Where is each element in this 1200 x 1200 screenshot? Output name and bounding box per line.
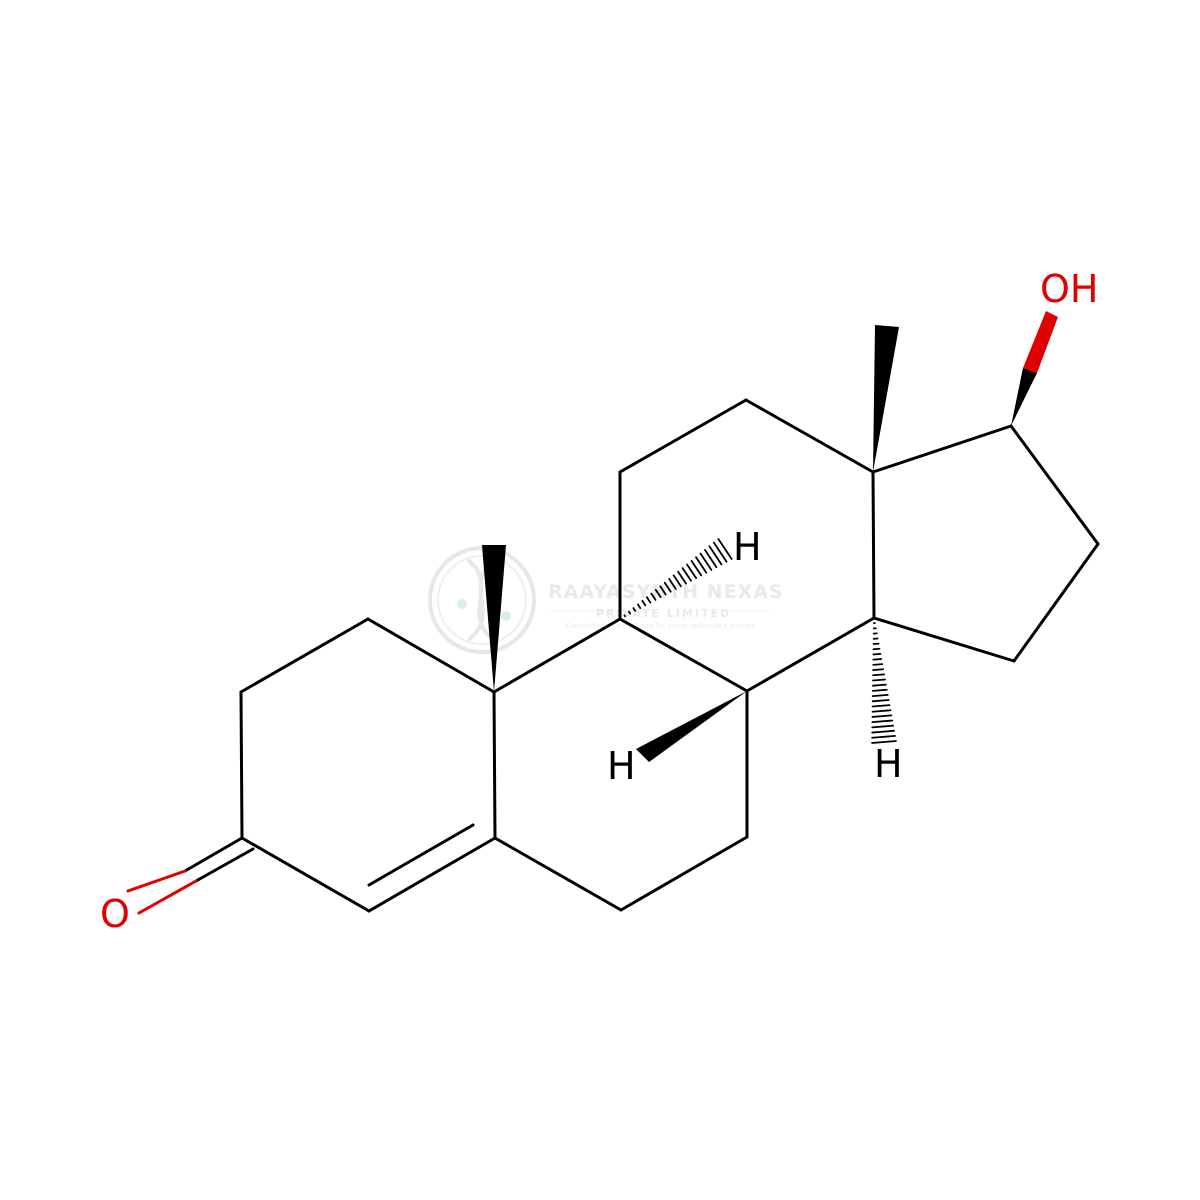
hash-stroke [872, 652, 882, 656]
hash-stroke [717, 538, 733, 560]
hash-stroke [663, 581, 672, 593]
hash-stroke [872, 673, 885, 677]
hash-stroke [872, 658, 883, 661]
wedge-c10-methyl [482, 545, 506, 692]
bond-c1-c2 [239, 617, 370, 694]
hash-stroke [871, 693, 889, 698]
hash-stroke [681, 567, 692, 582]
hydrogen-c9-label: H [733, 525, 762, 569]
bond-c13-c14 [871, 470, 876, 620]
bond-c3-o-black-a [183, 836, 244, 873]
hash-stroke [708, 545, 723, 566]
hydroxyl-label: OH [1040, 267, 1098, 311]
hash-stroke [659, 585, 667, 596]
hash-stroke [672, 574, 682, 588]
bond-c11-c12 [618, 398, 748, 474]
hash-stroke [872, 663, 884, 666]
hash-stroke [645, 596, 652, 604]
hash-stroke [871, 709, 892, 713]
bond-c12-c13 [744, 398, 875, 474]
hash-stroke [623, 614, 626, 618]
hash-stroke [632, 607, 637, 612]
watermark-suffix: PRIVATE LIMITED [596, 607, 731, 620]
bond-c3-c4 [240, 836, 371, 913]
hash-stroke [695, 556, 708, 574]
hash-c9-h [623, 538, 733, 618]
hash-stroke [654, 589, 662, 599]
wedge-c17-oh-red [1023, 311, 1058, 373]
hash-stroke [871, 688, 888, 692]
hash-stroke [871, 740, 897, 744]
wedge-c8-h [636, 691, 747, 762]
hash-stroke [668, 578, 677, 590]
hash-stroke [871, 724, 895, 729]
wedge-c17-oh-black [1011, 368, 1037, 426]
oxygen-ketone-label: O [100, 892, 130, 936]
hash-stroke [636, 603, 642, 609]
wedge-c13-methyl [873, 325, 899, 472]
bond-c16-c15 [1012, 542, 1100, 663]
hash-stroke [872, 678, 886, 682]
bond-c3-o-red-a [126, 869, 187, 893]
hash-stroke [712, 541, 728, 563]
watermark: RAAYASYNTH NEXAS PRIVATE LIMITED Committ… [428, 546, 784, 654]
bond-c17-c16 [1009, 424, 1100, 546]
hash-stroke [872, 683, 887, 687]
bond-c5-c6 [493, 836, 623, 912]
hash-stroke [699, 552, 713, 571]
bond-c14-c8 [745, 616, 876, 693]
hydrogen-c14-label: H [874, 742, 903, 786]
bond-c4-c5-double [367, 823, 475, 887]
watermark-company: RAAYASYNTH NEXAS [548, 581, 784, 603]
hash-stroke [871, 699, 890, 703]
hash-stroke [641, 599, 647, 607]
hash-stroke [650, 592, 657, 601]
hash-stroke [686, 563, 698, 579]
hash-stroke [871, 729, 896, 734]
hash-stroke [872, 668, 885, 671]
bond-c3-o-black-b [194, 847, 255, 883]
bond-c10-c1 [366, 617, 496, 694]
bond-c6-c7 [619, 835, 749, 912]
watermark-tagline: Committed to excellence for every molecu… [566, 622, 756, 630]
hash-stroke [871, 714, 893, 718]
bond-c4-c5 [367, 836, 497, 913]
bond-c8-c9 [618, 617, 749, 693]
hash-stroke [628, 610, 632, 615]
hydrogen-c8-label: H [607, 744, 636, 788]
bond-c5-c10 [492, 690, 497, 840]
hash-stroke [677, 570, 687, 585]
hash-stroke [690, 559, 703, 577]
bond-c9-c10 [492, 617, 622, 694]
hash-stroke [871, 735, 896, 739]
hash-stroke [704, 549, 718, 569]
hash-stroke [871, 719, 894, 724]
bond-c2-c3 [239, 690, 244, 840]
bond-c15-c14 [872, 616, 1016, 663]
bond-c3-o-red-b [137, 879, 198, 915]
hash-stroke [871, 704, 891, 708]
hash-c14-h [871, 622, 897, 744]
bond-c13-c17 [871, 424, 1013, 474]
watermark-logo-icon [428, 546, 536, 654]
